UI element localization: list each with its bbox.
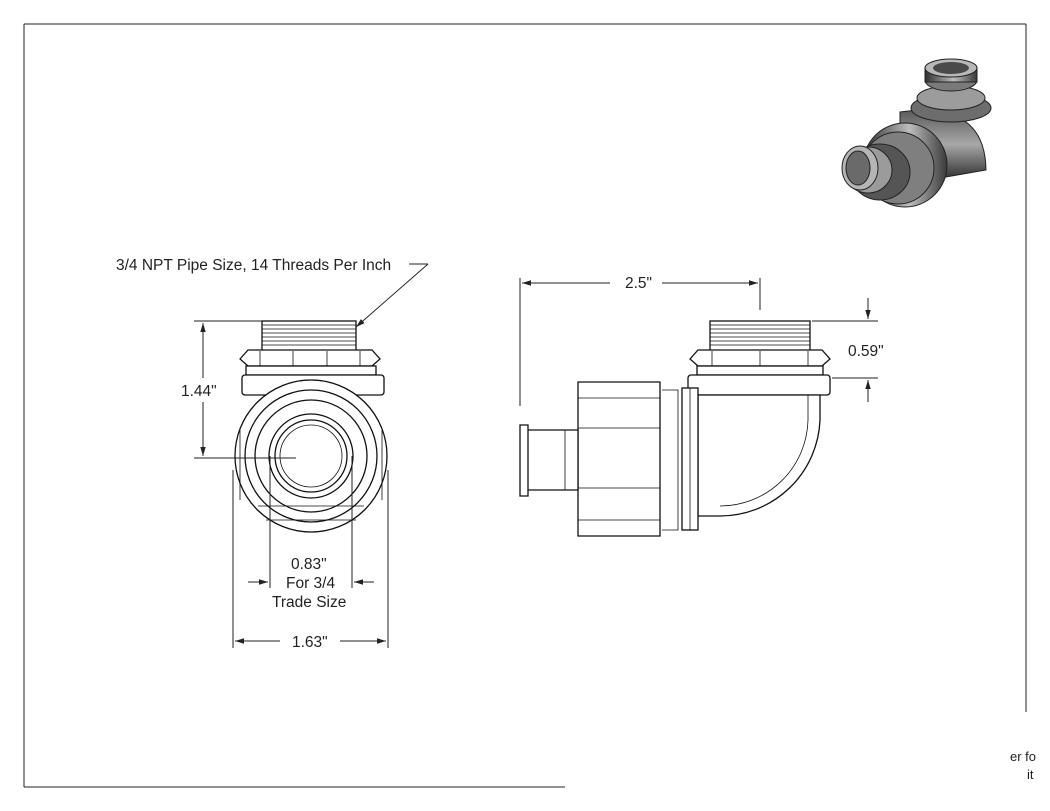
thread-dimension-lines [812,298,878,402]
length-dimension: 2.5" [625,275,652,292]
height-dimension: 1.44" [181,383,217,400]
inner-dimension-note-1: For 3/4 [286,575,335,592]
title-block-line-2: it [1027,767,1034,782]
width-dimension: 1.63" [292,634,328,651]
sheet-border [23,23,1027,788]
inner-dimension-note-2: Trade Size [272,594,346,611]
title-block-line-1: er fo [1010,749,1037,764]
front-view [234,320,388,533]
thread-callout-leader [355,263,429,328]
inner-dimension-value: 0.83" [291,556,327,573]
height-dimension-lines [194,320,296,459]
thread-callout: 3/4 NPT Pipe Size, 14 Threads Per Inch [116,257,391,274]
fitting-iso-render [841,58,992,208]
width-dimension-lines [232,470,389,648]
length-dimension-lines [519,278,761,406]
side-view [519,320,831,537]
inner-dimension-lines [248,456,374,588]
thread-dimension: 0.59" [848,343,884,360]
